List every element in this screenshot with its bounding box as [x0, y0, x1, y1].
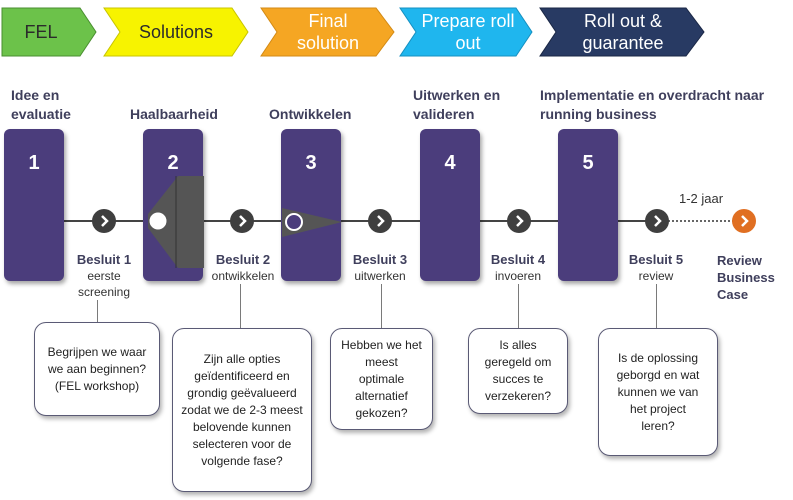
decision-arrow-1-icon: [92, 209, 116, 233]
funnel-shape-wide: [148, 176, 204, 268]
duration-label: 1-2 jaar: [679, 191, 724, 206]
decision-5-title: Besluit 5: [628, 252, 684, 267]
phase-label-solutions: Solutions: [138, 22, 214, 42]
question-4-text: Is alles geregeld om succes te verzekere…: [484, 338, 552, 403]
decision-arrow-4-icon: [507, 209, 531, 233]
decision-arrow-5-icon: [645, 209, 669, 233]
stage-number-4: 4: [444, 152, 456, 174]
decision-4-title: Besluit 4: [490, 252, 546, 267]
decision-3-title: Besluit 3: [352, 252, 408, 267]
review-arrow-icon: [732, 209, 756, 233]
question-3-text: Hebben we het meest optimale alternatief…: [341, 337, 422, 420]
question-box-1: Begrijpen we waar we aan beginnen? (FEL …: [34, 322, 160, 416]
stage-title-4: Uitwerken en valideren: [413, 87, 501, 122]
stage-title-1: Idee en evaluatie: [11, 87, 71, 122]
phase-arrow-fel: [1, 7, 97, 57]
stage-number-3: 3: [305, 152, 317, 174]
stage-box-3: [281, 129, 341, 281]
stage-title-3: Ontwikkelen: [269, 106, 352, 122]
phase-arrow-solutions: [103, 7, 249, 57]
stage-number-1: 1: [28, 152, 40, 174]
stage-box-4: [420, 129, 480, 281]
connector-line-5: [656, 284, 657, 330]
phase-arrow-prepare-roll-out: [399, 7, 533, 57]
phase-arrow-final-solution: [260, 7, 395, 57]
decision-arrow-2-icon: [230, 209, 254, 233]
timeline-dotted-line: [668, 220, 734, 222]
decision-1: Besluit 1 eerste screening: [66, 252, 142, 300]
connector-line-1: [97, 300, 98, 324]
decision-4: Besluit 4 invoeren: [480, 252, 556, 284]
decision-1-title: Besluit 1: [76, 252, 132, 267]
funnel-shape-narrow: [282, 208, 342, 237]
question-box-5: Is de oplossing geborgd en wat kunnen we…: [598, 328, 718, 456]
stage-number-2: 2: [167, 152, 179, 174]
question-1-text: Begrijpen we waar we aan beginnen? (FEL …: [47, 344, 147, 393]
decision-2-subtitle: ontwikkelen: [211, 269, 275, 283]
question-box-4: Is alles geregeld om succes te verzekere…: [468, 328, 568, 414]
stage-number-5: 5: [582, 152, 594, 174]
decision-4-subtitle: invoeren: [494, 269, 542, 283]
decision-1-subtitle: eerste screening: [77, 269, 131, 299]
decision-5: Besluit 5 review: [618, 252, 694, 284]
decision-3-subtitle: uitwerken: [354, 269, 406, 283]
decision-2-title: Besluit 2: [215, 252, 271, 267]
connector-line-3: [381, 284, 382, 330]
phase-arrow-roll-out-guarantee: [539, 7, 705, 57]
question-box-3: Hebben we het meest optimale alternatief…: [330, 328, 433, 430]
question-5-text: Is de oplossing geborgd en wat kunnen we…: [616, 350, 700, 433]
stage-title-5: Implementatie en overdracht naar running…: [540, 87, 765, 122]
decision-3: Besluit 3 uitwerken: [342, 252, 418, 284]
question-box-2: Zijn alle opties geïdentificeerd en gron…: [172, 328, 312, 492]
connector-line-2: [240, 284, 241, 330]
stage-box-5: [558, 129, 618, 281]
question-2-text: Zijn alle opties geïdentificeerd en gron…: [181, 351, 303, 468]
stage-box-1: [4, 129, 64, 281]
decision-5-subtitle: review: [638, 269, 674, 283]
phase-bar: [1, 7, 705, 57]
phase-label-fel: FEL: [24, 22, 58, 42]
connector-line-4: [518, 284, 519, 330]
decision-2: Besluit 2 ontwikkelen: [203, 252, 283, 284]
decision-arrow-3-icon: [368, 209, 392, 233]
timeline-line: [60, 220, 656, 222]
phase-label-prepare-roll-out: Prepare roll out: [421, 11, 515, 53]
review-label: Review Business Case: [717, 253, 775, 302]
phase-label-roll-out-guarantee: Roll out & guarantee: [582, 11, 664, 53]
phase-label-final-solution: Final solution: [296, 11, 360, 53]
stage-title-2: Haalbaarheid: [130, 106, 218, 122]
